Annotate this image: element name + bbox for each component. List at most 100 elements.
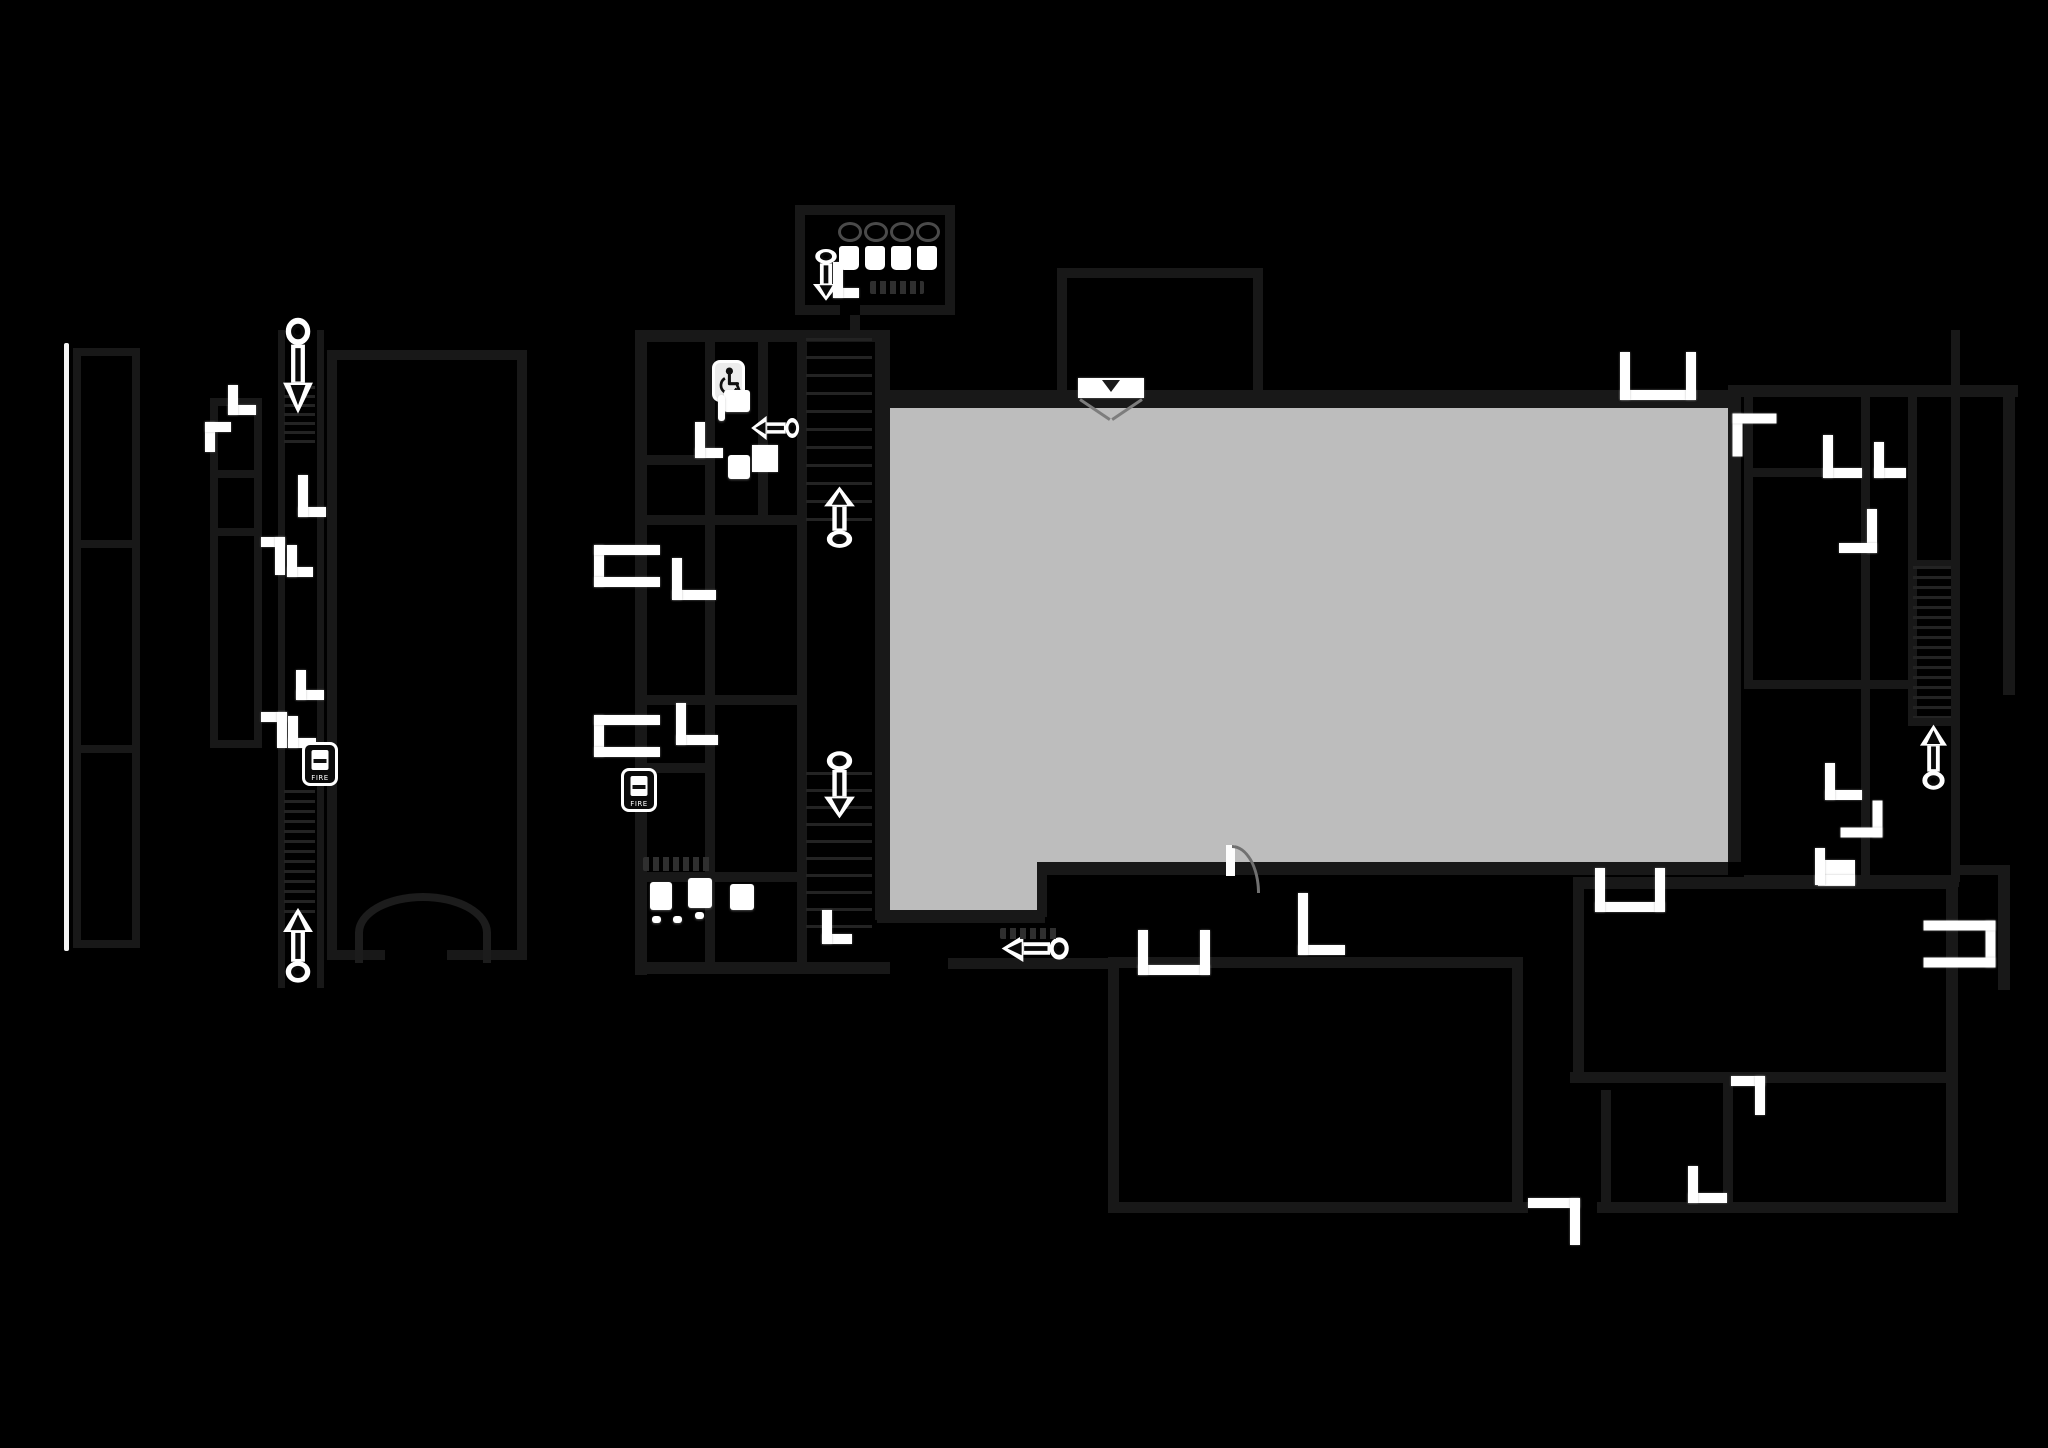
wall bbox=[1998, 865, 2010, 990]
exit-key-arrow bbox=[1919, 723, 1948, 791]
door-leaf bbox=[695, 448, 723, 458]
door-leaf bbox=[1923, 920, 1996, 931]
door-leaf bbox=[1874, 468, 1906, 478]
wall bbox=[73, 348, 81, 948]
door-symbol bbox=[676, 703, 718, 745]
door-leaf bbox=[1688, 1166, 1698, 1203]
wall bbox=[635, 962, 890, 974]
door-leaf bbox=[752, 445, 778, 472]
staircase bbox=[284, 790, 315, 914]
door-leaf bbox=[1595, 902, 1665, 912]
illegible-label bbox=[870, 281, 924, 294]
wall bbox=[635, 455, 710, 465]
plumbing-fixture bbox=[718, 395, 725, 421]
exit-key-arrow-glyph bbox=[1919, 724, 1948, 790]
door-leaf bbox=[288, 738, 316, 748]
door-leaf bbox=[205, 422, 231, 432]
door-leaf bbox=[287, 545, 297, 577]
door-symbol bbox=[822, 910, 852, 944]
wall bbox=[278, 330, 285, 988]
door-leaf bbox=[1815, 875, 1855, 885]
sink bbox=[838, 222, 862, 272]
door-symbol bbox=[261, 712, 287, 748]
wall bbox=[73, 540, 140, 548]
fire-extinguisher-sign: FIRE bbox=[302, 742, 338, 786]
plumbing-fixture bbox=[650, 882, 672, 910]
door-leaf bbox=[228, 385, 238, 415]
door-symbol bbox=[594, 715, 660, 757]
extinguisher-icon bbox=[630, 776, 648, 796]
door-leaf bbox=[695, 422, 705, 458]
exit-key-arrow-glyph bbox=[1001, 934, 1069, 963]
door-leaf bbox=[1823, 468, 1862, 478]
door-symbol bbox=[1732, 413, 1777, 457]
hall-area bbox=[890, 408, 1728, 862]
door-symbol bbox=[1528, 1198, 1580, 1245]
door-leaf bbox=[1595, 868, 1605, 912]
door-symbol bbox=[752, 445, 778, 472]
door-symbol bbox=[672, 558, 716, 600]
sink bbox=[864, 222, 888, 272]
wall bbox=[795, 205, 805, 315]
plumbing-fixture bbox=[724, 390, 750, 412]
door-leaf bbox=[1686, 352, 1696, 400]
staircase bbox=[1913, 566, 1951, 718]
door-symbol bbox=[1840, 800, 1883, 838]
door-symbol bbox=[1688, 1166, 1727, 1203]
wall bbox=[132, 348, 140, 948]
door-leaf bbox=[275, 537, 285, 575]
sink-counter-oval bbox=[890, 222, 914, 242]
wall bbox=[1861, 385, 1870, 685]
door-leaf bbox=[298, 475, 308, 517]
exit-key-arrow-glyph bbox=[824, 486, 855, 548]
door-symbol bbox=[1298, 893, 1345, 955]
sink-counter-oval bbox=[838, 222, 862, 242]
door-symbol bbox=[1078, 378, 1144, 421]
door-leaf bbox=[1755, 1076, 1765, 1115]
door-symbol bbox=[1923, 920, 1996, 968]
extinguisher-icon bbox=[311, 750, 329, 770]
wall bbox=[1951, 722, 1960, 882]
door-symbol bbox=[296, 670, 324, 700]
wall bbox=[73, 348, 140, 356]
fire-sign-label: FIRE bbox=[311, 774, 329, 782]
door-symbol bbox=[287, 545, 313, 577]
door-leaf bbox=[1823, 435, 1833, 478]
wall bbox=[1573, 877, 1584, 1083]
door-swing-line bbox=[1079, 398, 1111, 421]
wall bbox=[1908, 560, 1960, 569]
wall bbox=[635, 330, 647, 975]
door-symbol bbox=[1874, 442, 1906, 478]
door-symbol bbox=[1138, 930, 1210, 975]
exit-key-arrow bbox=[750, 415, 800, 441]
door-leaf bbox=[296, 670, 306, 700]
door-leaf bbox=[228, 405, 256, 415]
exit-key-arrow bbox=[1000, 934, 1070, 963]
wall bbox=[1728, 385, 2018, 397]
door-leaf bbox=[277, 712, 287, 748]
door-symbol bbox=[1595, 868, 1665, 912]
wall bbox=[1597, 1202, 1953, 1213]
sink-basin bbox=[917, 246, 937, 270]
extinguisher-handle bbox=[632, 785, 646, 789]
wall bbox=[850, 315, 860, 335]
wall bbox=[635, 763, 710, 773]
wall bbox=[1908, 385, 1917, 725]
door-symbol bbox=[298, 475, 326, 517]
sink-counter-oval bbox=[864, 222, 888, 242]
door-symbol bbox=[1731, 1076, 1765, 1115]
door-leaf bbox=[1200, 930, 1210, 975]
door-symbol bbox=[594, 545, 660, 587]
plumbing-fixture bbox=[652, 916, 661, 923]
wall bbox=[73, 745, 140, 753]
wall bbox=[1512, 957, 1523, 1213]
wall bbox=[1723, 1078, 1733, 1210]
door-leaf bbox=[594, 577, 660, 587]
sink bbox=[890, 222, 914, 272]
door-leaf bbox=[822, 934, 852, 944]
wall bbox=[1861, 680, 1870, 885]
door-symbol bbox=[228, 385, 256, 415]
plumbing-fixture bbox=[695, 912, 704, 919]
sink-counter-oval bbox=[916, 222, 940, 242]
